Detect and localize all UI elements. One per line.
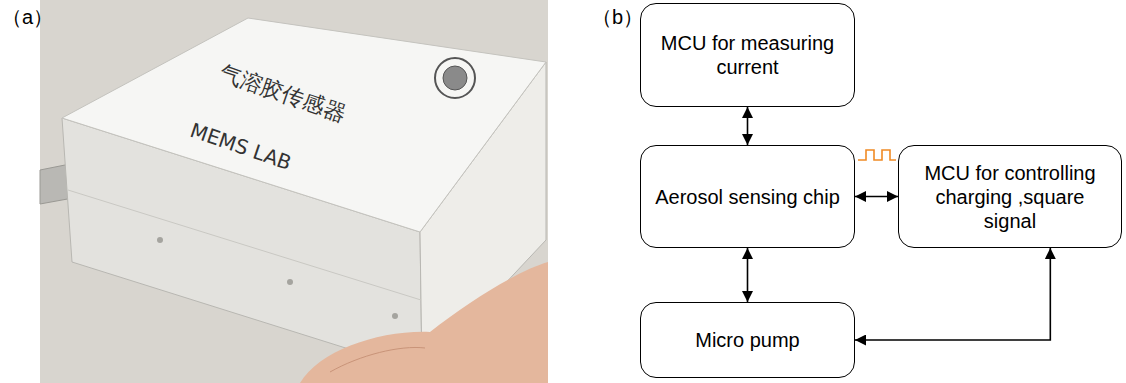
box-text: Micro pump [695, 328, 799, 352]
square-signal [858, 150, 896, 160]
box-text: MCU for measuring current [651, 31, 844, 79]
screw [157, 237, 163, 243]
box-top [62, 18, 546, 232]
process-box: Aerosol sensing chip [640, 145, 855, 248]
box-text: MCU for controlling charging ,square sig… [909, 161, 1111, 233]
process-box: MCU for measuring current [640, 3, 855, 107]
panel-label: （a） [2, 4, 53, 31]
screw [392, 313, 398, 319]
arrow-connector [747, 248, 749, 302]
hand-line [330, 347, 425, 372]
arrow-connector [855, 248, 1050, 340]
box-seam [68, 190, 421, 300]
box-text: Aerosol sensing chip [655, 185, 840, 209]
arrow-connector [747, 107, 749, 145]
panel-label: （b） [592, 4, 643, 31]
logo [435, 58, 475, 98]
arrow-connector [855, 196, 898, 198]
process-box: Micro pump [640, 302, 855, 378]
screw [287, 279, 293, 285]
hand [300, 262, 548, 383]
photo-background [40, 0, 548, 383]
process-box: MCU for controlling charging ,square sig… [898, 145, 1122, 248]
logo [443, 66, 467, 90]
